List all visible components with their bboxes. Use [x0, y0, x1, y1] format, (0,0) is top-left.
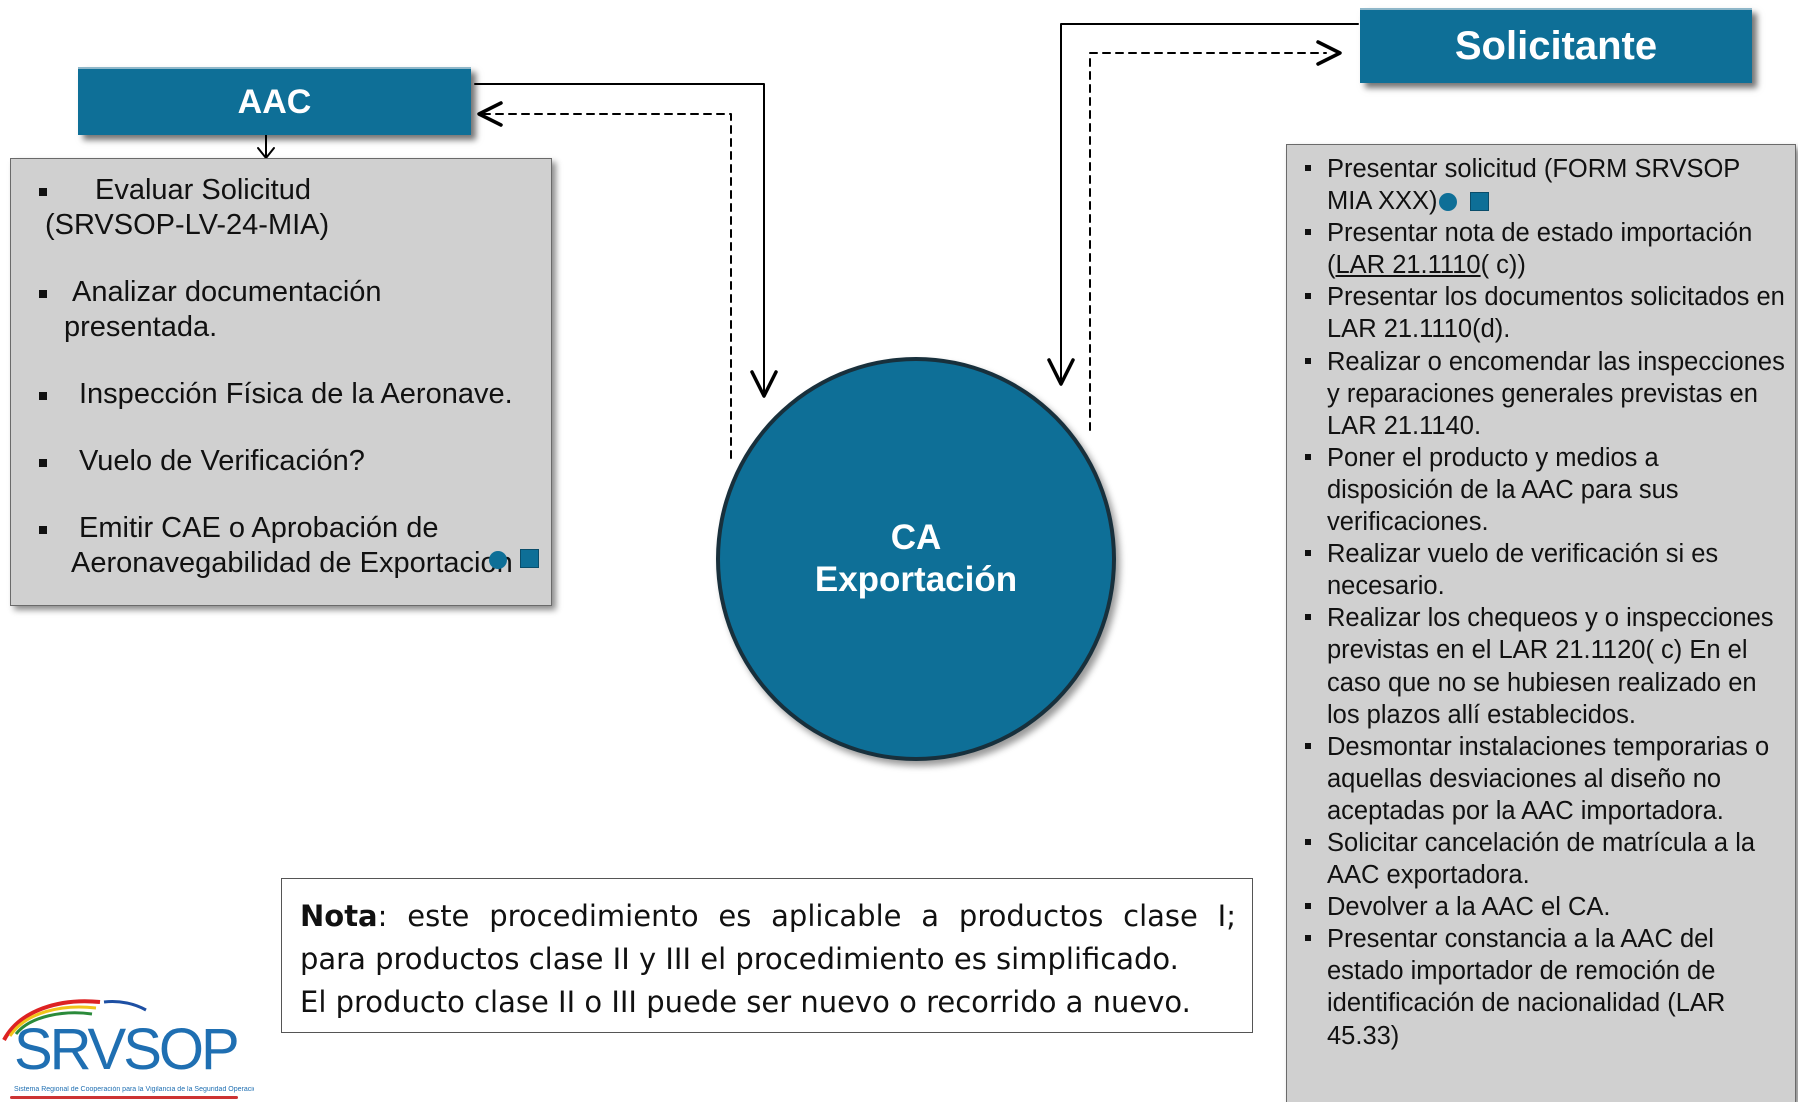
circle-marker-icon	[1438, 193, 1457, 212]
solicitante-task-item: Devolver a la AAC el CA.	[1295, 891, 1787, 923]
solicitante-task-item: Realizar o encomendar las inspecciones y…	[1295, 346, 1787, 442]
srvsop-logo: SRVSOP Sistema Regional de Cooperación p…	[0, 992, 254, 1101]
solicitante-task-item: Desmontar instalaciones temporarias o aq…	[1295, 731, 1787, 827]
circle-to-aac-dashed	[483, 113, 732, 459]
aac-to-circle-arrow	[474, 83, 765, 393]
solicitante-header: Solicitante	[1360, 8, 1752, 83]
solicitante-task-item: Presentar los documentos solicitados en …	[1295, 281, 1787, 345]
note-line-2: para productos clase II y III el procedi…	[300, 942, 1179, 976]
lar-reference-link[interactable]: LAR 21.1110	[1335, 251, 1481, 280]
logo-subtitle: Sistema Regional de Cooperación para la …	[14, 1086, 254, 1093]
solicitante-task-list: Presentar solicitud (FORM SRVSOP MIA XXX…	[1287, 145, 1795, 1052]
logo-text: SRVSOP	[14, 1017, 240, 1082]
aac-task-list: Evaluar Solicitud (SRVSOP-LV-24-MIA) Ana…	[11, 159, 551, 581]
aac-to-circle-arrowhead	[750, 370, 778, 398]
aac-task-panel: Evaluar Solicitud (SRVSOP-LV-24-MIA) Ana…	[10, 158, 552, 606]
solicitante-task-item: Solicitar cancelación de matrícula a la …	[1295, 827, 1787, 891]
aac-task-item: Vuelo de Verificación?	[39, 444, 535, 479]
square-marker-icon	[1469, 192, 1489, 212]
square-marker-icon	[520, 549, 539, 568]
solicitante-task-item: Poner el producto y medios a disposición…	[1295, 442, 1787, 538]
circle-to-aac-arrowhead	[477, 101, 503, 127]
aac-header-label: AAC	[237, 82, 312, 121]
note-line-3: El producto clase II o III puede ser nue…	[300, 985, 1191, 1019]
circle-title-line1: CA	[890, 518, 942, 557]
solicitante-task-item: Presentar nota de estado importación (LA…	[1295, 217, 1787, 281]
note-label: Nota	[300, 899, 378, 933]
aac-task-item: Emitir CAE o Aprobación de Aeronavegabil…	[39, 511, 535, 581]
aac-task-item: Evaluar Solicitud (SRVSOP-LV-24-MIA)	[39, 173, 535, 243]
note-line-1: Nota: este procedimiento es aplicable a …	[300, 899, 1236, 933]
solicitante-task-item: Realizar vuelo de verificación si es nec…	[1295, 538, 1787, 602]
solicitante-to-circle-arrow	[1060, 23, 1359, 381]
note-box: Nota: este procedimiento es aplicable a …	[281, 878, 1253, 1033]
aac-task-item: Analizar documentación presentada.	[39, 275, 535, 345]
solicitante-header-label: Solicitante	[1454, 24, 1658, 68]
logo-underline	[10, 1096, 238, 1099]
aac-header: AAC	[78, 67, 471, 135]
solicitante-task-item: Presentar constancia a la AAC del estado…	[1295, 923, 1787, 1051]
logo-swoosh-icon	[2, 999, 147, 1041]
circle-title-line2: Exportación	[814, 560, 1018, 599]
aac-task-item: Inspección Física de la Aeronave.	[39, 377, 535, 412]
solicitante-task-item: Presentar solicitud (FORM SRVSOP MIA XXX…	[1295, 153, 1787, 217]
circle-to-solicitante-arrowhead	[1316, 40, 1342, 66]
solicitante-task-panel: Presentar solicitud (FORM SRVSOP MIA XXX…	[1286, 144, 1796, 1102]
ca-exportacion-circle: CA Exportación	[716, 357, 1116, 761]
solicitante-to-circle-arrowhead	[1047, 358, 1075, 386]
circle-marker-icon	[489, 551, 507, 569]
solicitante-task-item: Realizar los chequeos y o inspecciones p…	[1295, 602, 1787, 730]
circle-to-solicitante-dashed	[1089, 52, 1327, 431]
